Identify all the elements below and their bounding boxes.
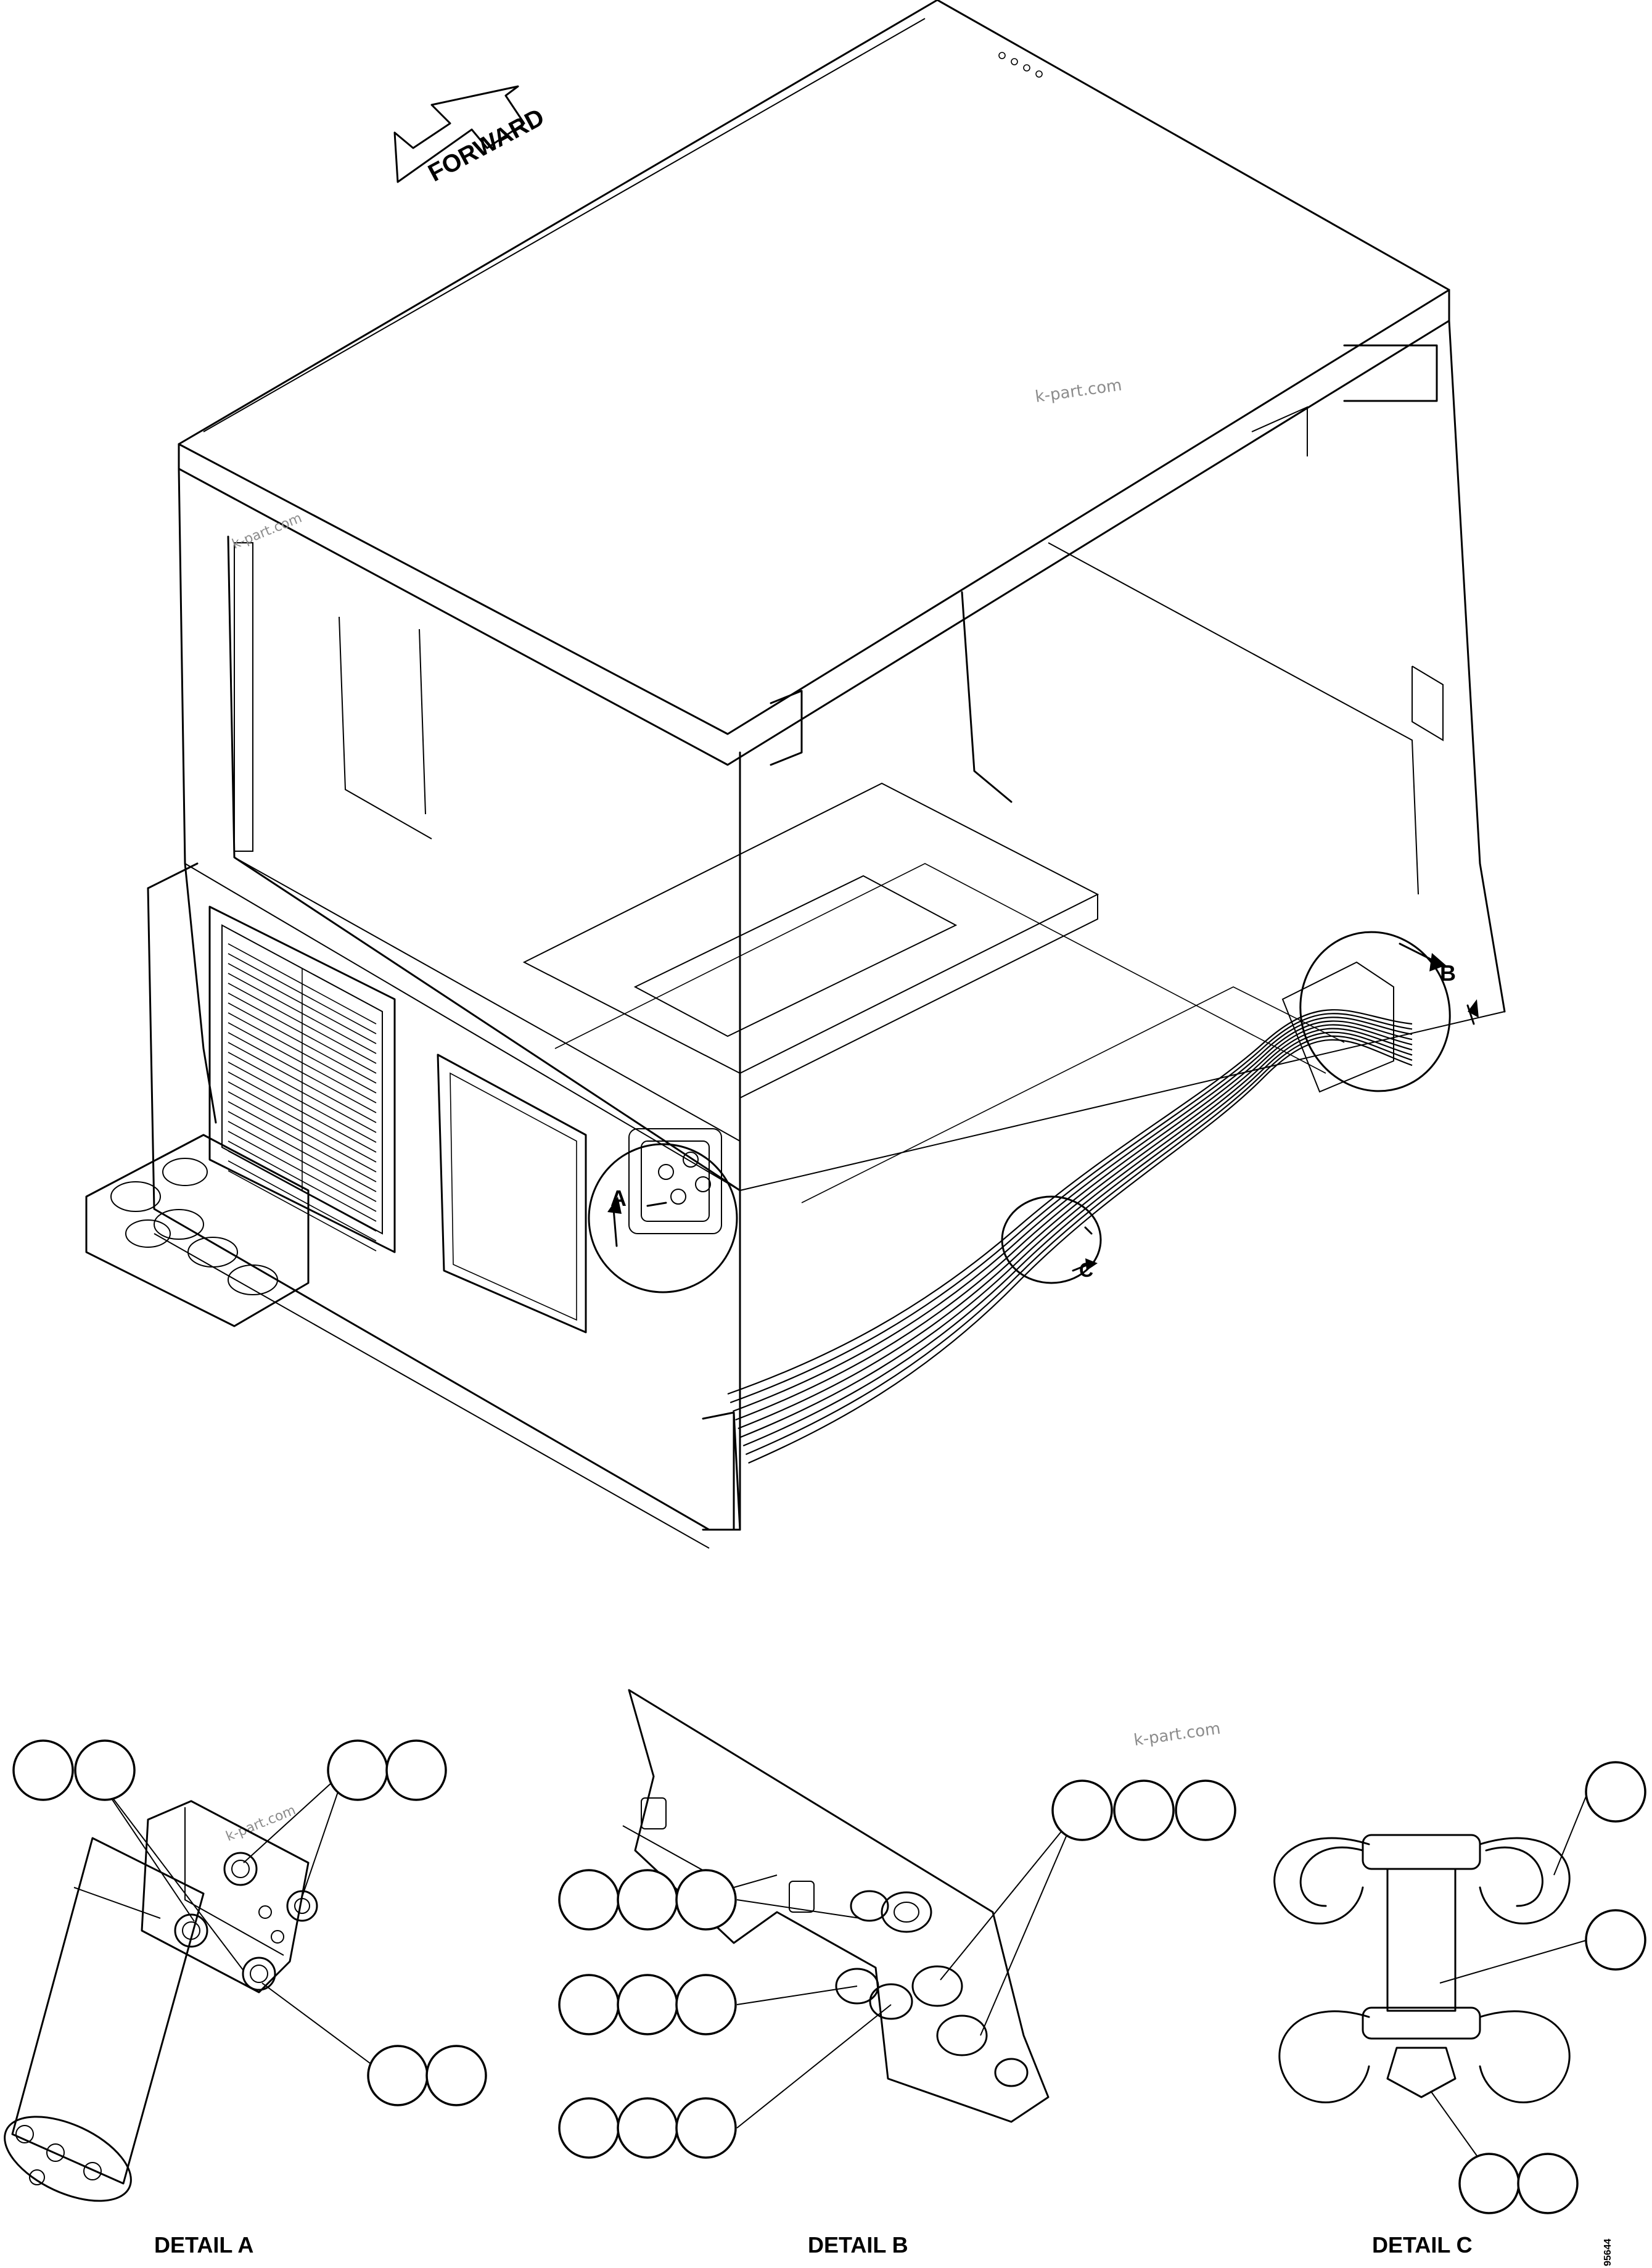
- grille-slat: [228, 1062, 377, 1143]
- detail-b-drawing: [558, 1689, 1236, 2159]
- hydraulic-hose: [740, 1028, 1413, 1438]
- grille-slat: [228, 992, 377, 1074]
- detail-a-title: DETAIL A: [154, 2232, 253, 2258]
- hydraulic-hose: [742, 1031, 1413, 1447]
- grille-slat: [228, 1022, 377, 1103]
- hydraulic-hose: [733, 1016, 1413, 1412]
- grille-slat: [228, 1032, 377, 1113]
- grille-slat: [228, 973, 377, 1054]
- detail-b-title: DETAIL B: [808, 2232, 908, 2258]
- callout-a: A: [610, 1186, 627, 1211]
- grille-slat: [228, 1150, 377, 1232]
- callout-b: B: [1440, 960, 1456, 986]
- callout-arrows: [607, 942, 1479, 1272]
- hydraulic-hose: [745, 1035, 1413, 1456]
- grille-slat: [228, 1140, 377, 1222]
- hydraulic-hose: [738, 1024, 1413, 1430]
- grille-slat: [228, 1081, 377, 1163]
- hydraulic-hose: [748, 1039, 1413, 1464]
- access-panel: [437, 1054, 587, 1334]
- grille-slat: [228, 943, 377, 1025]
- grille-slat: [228, 963, 377, 1044]
- forward-arrow: FORWARD: [393, 85, 549, 187]
- watermark-1: k-part.com: [1034, 376, 1123, 406]
- watermark-3: k-part.com: [1133, 1720, 1222, 1750]
- grille-slat: [228, 1002, 377, 1084]
- grille-slat: [228, 1111, 377, 1192]
- lower-frame: [85, 862, 741, 1549]
- grille-slat: [228, 1170, 377, 1252]
- hydraulic-hose: [729, 1013, 1413, 1404]
- hose-clamp-area: [1001, 1195, 1102, 1284]
- detail-a-drawing: [4, 1739, 487, 2202]
- grille-slat: [228, 1131, 377, 1212]
- grille-slat: [228, 1101, 377, 1182]
- hydraulic-hose: [735, 1020, 1413, 1421]
- grille-slat: [228, 1121, 377, 1202]
- grille-slat: [228, 1042, 377, 1123]
- grille-slat: [228, 1091, 377, 1173]
- cab-frame: [178, 320, 1506, 1531]
- grille-slat: [228, 1160, 377, 1242]
- grille-slat: [228, 1071, 377, 1153]
- hose-bundle: [727, 1009, 1413, 1464]
- detail-c-drawing: [1273, 1761, 1646, 2214]
- grille-slat: [228, 1012, 377, 1094]
- control-valve: [588, 1128, 738, 1293]
- figure-number: 95644: [1603, 2238, 1613, 2266]
- callout-c: C: [1079, 1259, 1093, 1281]
- detail-c-title: DETAIL C: [1372, 2232, 1473, 2258]
- grille-slat: [228, 983, 377, 1064]
- hydraulic-hose: [727, 1009, 1413, 1395]
- cab-floor: [522, 782, 1345, 1203]
- grille-slat: [228, 1052, 377, 1133]
- cab-roof: [178, 0, 1450, 766]
- radiator-grille: [208, 905, 396, 1253]
- grille-slat: [228, 953, 377, 1034]
- hose-manifold: [1281, 931, 1451, 1093]
